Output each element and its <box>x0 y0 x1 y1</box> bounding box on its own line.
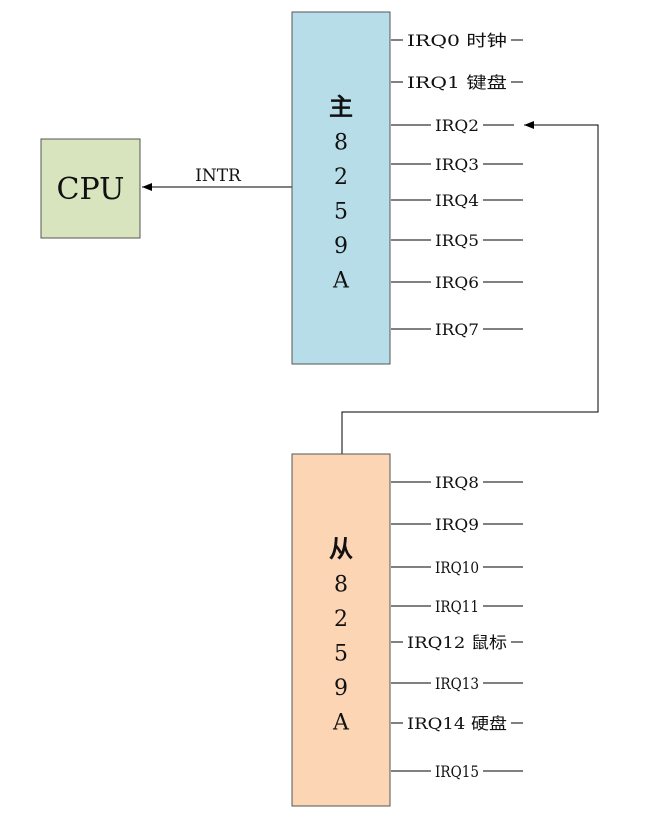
slave-irq-label: IRQ12 鼠标 <box>407 633 507 652</box>
slave-chip-char: A <box>332 711 350 736</box>
slave-irq-label: IRQ15 <box>435 762 479 781</box>
cpu-label: CPU <box>57 172 125 207</box>
cpu-box: CPU <box>40 138 141 239</box>
intr-label: INTR <box>195 166 242 186</box>
master-8259a: 主 8 2 5 9A <box>291 11 391 365</box>
master-irq-label: IRQ3 <box>435 155 479 174</box>
master-irq-label: IRQ4 <box>435 191 479 210</box>
slave-8259a: 从 8 2 5 9A <box>291 453 391 807</box>
cpu-rect <box>40 138 141 239</box>
master-irq-label: IRQ0 时钟 <box>407 31 507 50</box>
master-chip-char: 主 <box>329 92 353 121</box>
master-chip-char: 9 <box>334 234 348 259</box>
slave-irq-label: IRQ10 <box>435 558 479 577</box>
slave-chip-char: 2 <box>334 607 348 632</box>
master-rect <box>291 11 391 365</box>
slave-chip-char: 从 <box>329 534 353 563</box>
master-irq-label: IRQ6 <box>435 273 479 292</box>
slave-chip-char: 9 <box>334 676 348 701</box>
slave-rect <box>291 453 391 807</box>
slave-chip-char: 8 <box>334 573 348 598</box>
master-chip-char: 8 <box>334 131 348 156</box>
slave-irq-label: IRQ13 <box>435 674 479 693</box>
cascade-line <box>341 121 599 454</box>
slave-irq-label: IRQ14 硬盘 <box>407 714 507 733</box>
master-chip-char: 2 <box>334 165 348 190</box>
master-irq-label: IRQ7 <box>435 320 479 339</box>
master-irq-label: IRQ2 <box>435 116 479 135</box>
master-chip-char: A <box>332 269 350 294</box>
master-irq-label: IRQ1 键盘 <box>407 73 507 92</box>
master-irq-label: IRQ5 <box>435 231 479 250</box>
master-chip-char: 5 <box>334 200 348 225</box>
slave-chip-char: 5 <box>334 642 348 667</box>
slave-irq-label: IRQ9 <box>435 515 479 534</box>
slave-irq-label: IRQ11 <box>435 597 479 616</box>
slave-irq-label: IRQ8 <box>435 473 479 492</box>
